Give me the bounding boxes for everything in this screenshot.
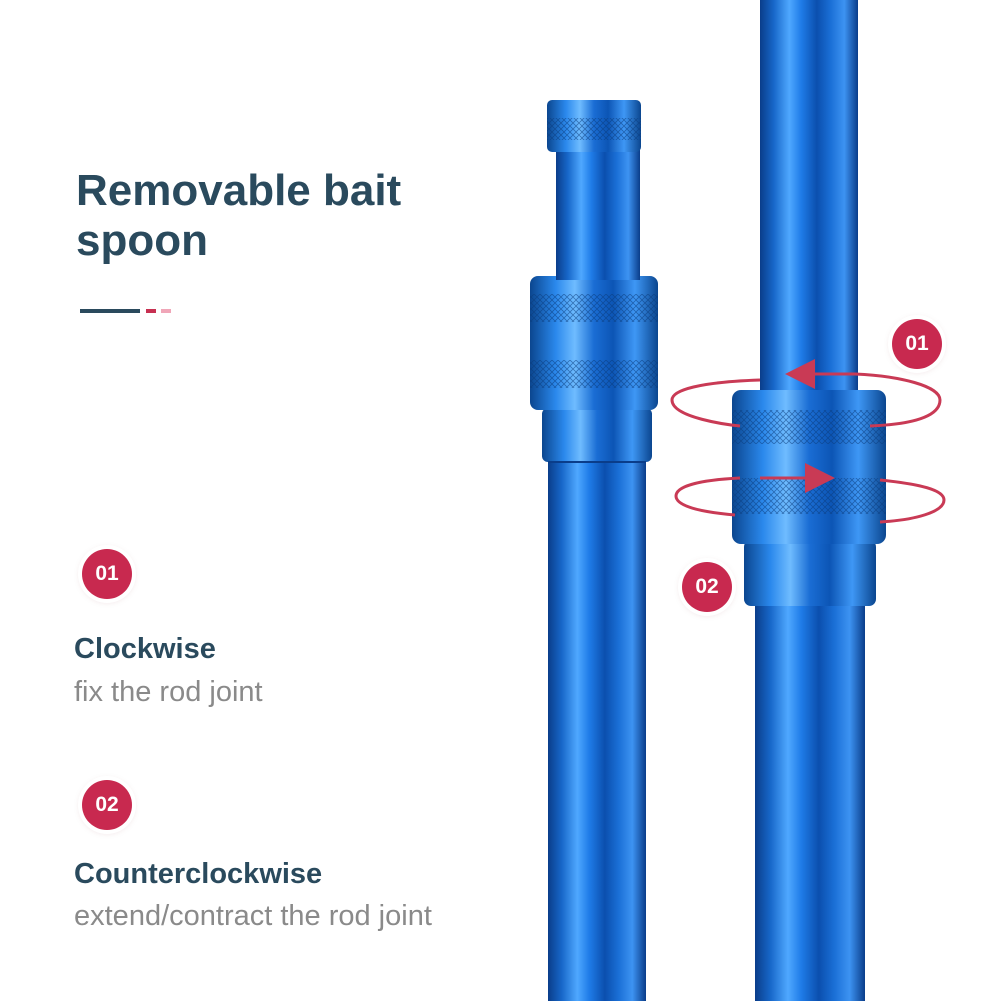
diagram-badge-01: 01 [892, 319, 942, 369]
right-rod [732, 0, 886, 1001]
step-badge-01: 01 [82, 549, 132, 599]
diagram-badge-02: 02 [682, 562, 732, 612]
left-rod [530, 100, 658, 1001]
rotation-arrows [670, 359, 946, 524]
step-desc-counterclockwise: extend/contract the rod joint [74, 900, 432, 932]
page-title: Removable bait spoon [76, 166, 402, 265]
step-desc-clockwise: fix the rod joint [74, 676, 263, 708]
step-title-counterclockwise: Counterclockwise [74, 858, 323, 890]
step-badge-02: 02 [82, 780, 132, 830]
step-title-clockwise: Clockwise [74, 633, 216, 665]
